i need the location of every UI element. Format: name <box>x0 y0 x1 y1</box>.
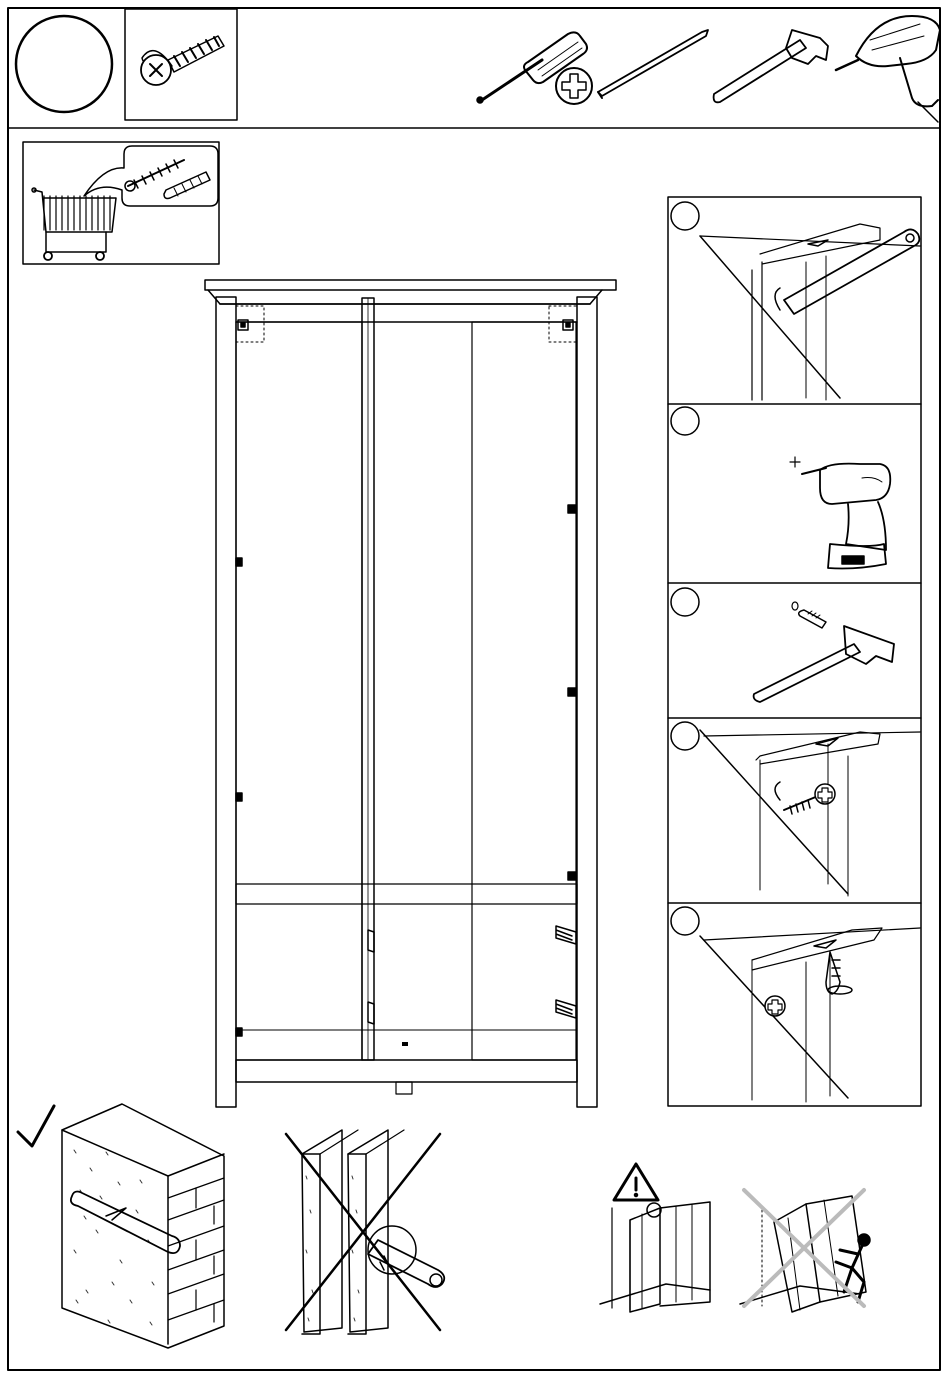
tipping-wardrobe-icon <box>740 1190 870 1312</box>
page-border <box>8 8 940 1370</box>
screw-part-box <box>125 9 237 120</box>
cross-icon <box>286 1134 440 1330</box>
step-1-panel <box>671 202 920 400</box>
warning-triangle-icon <box>614 1164 658 1200</box>
wardrobe-front-view <box>205 280 616 1107</box>
hammer-icon <box>714 30 828 102</box>
solid-wall-illustration <box>62 1104 224 1348</box>
hinges <box>236 505 576 1036</box>
shopping-cart-icon <box>32 188 116 260</box>
power-drill-icon <box>836 16 940 122</box>
wall-bracket-right <box>549 306 577 342</box>
screw-icon <box>141 36 224 85</box>
wall-plug-icon <box>164 172 210 199</box>
cordless-drill-icon <box>802 464 890 569</box>
hollow-wall-illustration <box>286 1130 444 1334</box>
header-row <box>8 9 940 128</box>
anchored-wardrobe-illustration <box>600 1202 710 1312</box>
wall-speckle <box>74 1150 154 1325</box>
prohibited-gray-cross <box>744 1190 864 1306</box>
step-3-panel <box>671 588 894 702</box>
purchase-separately-box <box>23 142 219 264</box>
phillips-bit-icon <box>556 68 592 104</box>
quantity-circle <box>16 16 112 112</box>
step-2-panel <box>671 407 890 569</box>
wall-bracket-left <box>236 306 264 342</box>
step-panels <box>668 197 921 1106</box>
check-mark-icon <box>18 1106 54 1146</box>
step-5-panel <box>671 907 920 1102</box>
step-4-panel <box>671 722 920 896</box>
wall-guidance <box>18 1104 444 1348</box>
pencil-icon <box>598 30 708 98</box>
safety-guidance <box>600 1164 870 1312</box>
